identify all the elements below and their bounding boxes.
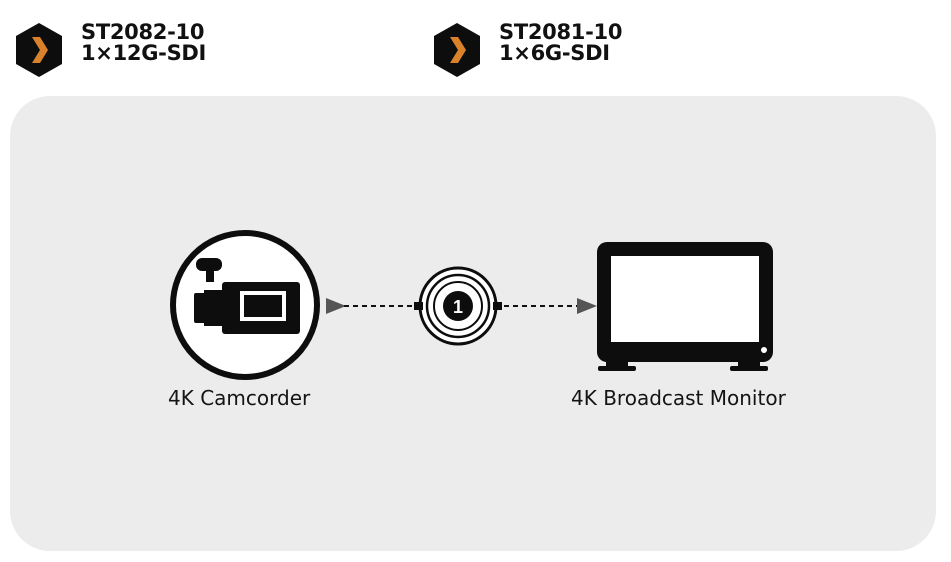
signal-line-out	[504, 298, 597, 314]
standard-code: ST2082-10	[81, 20, 205, 44]
source-label: 4K Camcorder	[168, 386, 311, 410]
bnc-connector-icon: 1	[414, 266, 502, 346]
standard-badge-st2082: ST2082-10 1×12G-SDI	[14, 22, 206, 78]
standard-link: 1×12G-SDI	[81, 41, 207, 65]
standard-badge-st2081: ST2081-10 1×6G-SDI	[432, 22, 622, 78]
chevron-right-icon	[434, 23, 480, 77]
standard-link: 1×6G-SDI	[499, 41, 610, 65]
destination-label: 4K Broadcast Monitor	[571, 386, 786, 410]
connector-number: 1	[453, 297, 463, 317]
monitor-icon	[597, 242, 773, 371]
signal-line-in	[326, 298, 414, 314]
chevron-right-icon	[16, 23, 62, 77]
standard-code: ST2081-10	[499, 20, 623, 44]
camcorder-icon	[170, 230, 320, 380]
